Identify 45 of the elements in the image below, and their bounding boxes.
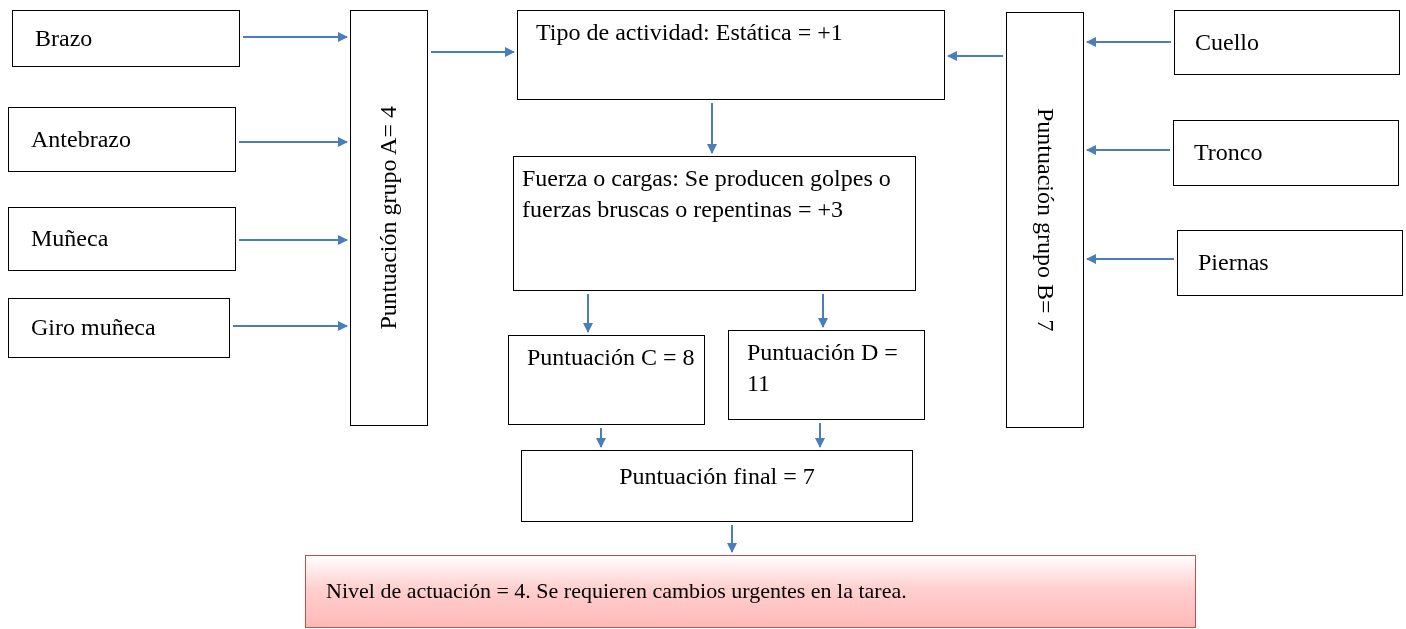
node-label: Puntuación D = 11	[747, 338, 899, 399]
arrow	[1086, 254, 1175, 264]
node-label: Puntuación C = 8	[527, 343, 696, 372]
arrow	[238, 137, 348, 147]
node-label: Puntuación grupo A= 4	[374, 106, 403, 330]
arrow	[232, 321, 348, 331]
label-box	[8, 207, 236, 271]
arrow	[242, 32, 348, 42]
node-label: Tronco	[1194, 138, 1263, 168]
node-label: Muñeca	[31, 224, 109, 254]
arrow	[815, 422, 825, 448]
node-label: Cuello	[1195, 27, 1259, 57]
node-label: Fuerza o cargas: Se producen golpes o fuerzas bruscas o repentinas = +3	[522, 164, 892, 225]
arrow	[727, 524, 737, 553]
node-label: Puntuación final = 7	[618, 462, 816, 491]
arrow	[238, 235, 348, 245]
label-box	[1174, 10, 1400, 75]
arrow	[583, 293, 593, 333]
label-box	[12, 10, 240, 67]
arrow	[947, 51, 1004, 61]
node-label: Piernas	[1198, 248, 1269, 278]
arrow	[818, 293, 828, 328]
label-box	[1173, 120, 1399, 186]
node-label: Puntuación grupo B= 7	[1031, 108, 1060, 332]
node-label: Tipo de actividad: Estática = +1	[536, 18, 844, 47]
score-column	[350, 10, 428, 426]
arrow	[1086, 37, 1172, 47]
alert-text: Nivel de actuación = 4. Se requieren cambios urgentes en la tarea.	[326, 577, 907, 606]
result-box	[521, 450, 913, 522]
node-label: Antebrazo	[31, 124, 131, 154]
score-column	[1006, 12, 1084, 428]
arrow	[596, 427, 606, 448]
label-box	[8, 298, 230, 358]
node-label: Giro muñeca	[31, 313, 156, 343]
arrow	[707, 102, 717, 154]
label-box	[1177, 230, 1403, 296]
process-box	[513, 156, 916, 291]
arrow	[1086, 145, 1171, 155]
arrow	[430, 47, 515, 57]
score-box	[728, 330, 925, 420]
label-box	[8, 107, 236, 172]
score-box	[508, 335, 705, 425]
alert-box	[305, 555, 1196, 628]
process-box	[517, 10, 945, 100]
node-label: Brazo	[35, 23, 93, 53]
